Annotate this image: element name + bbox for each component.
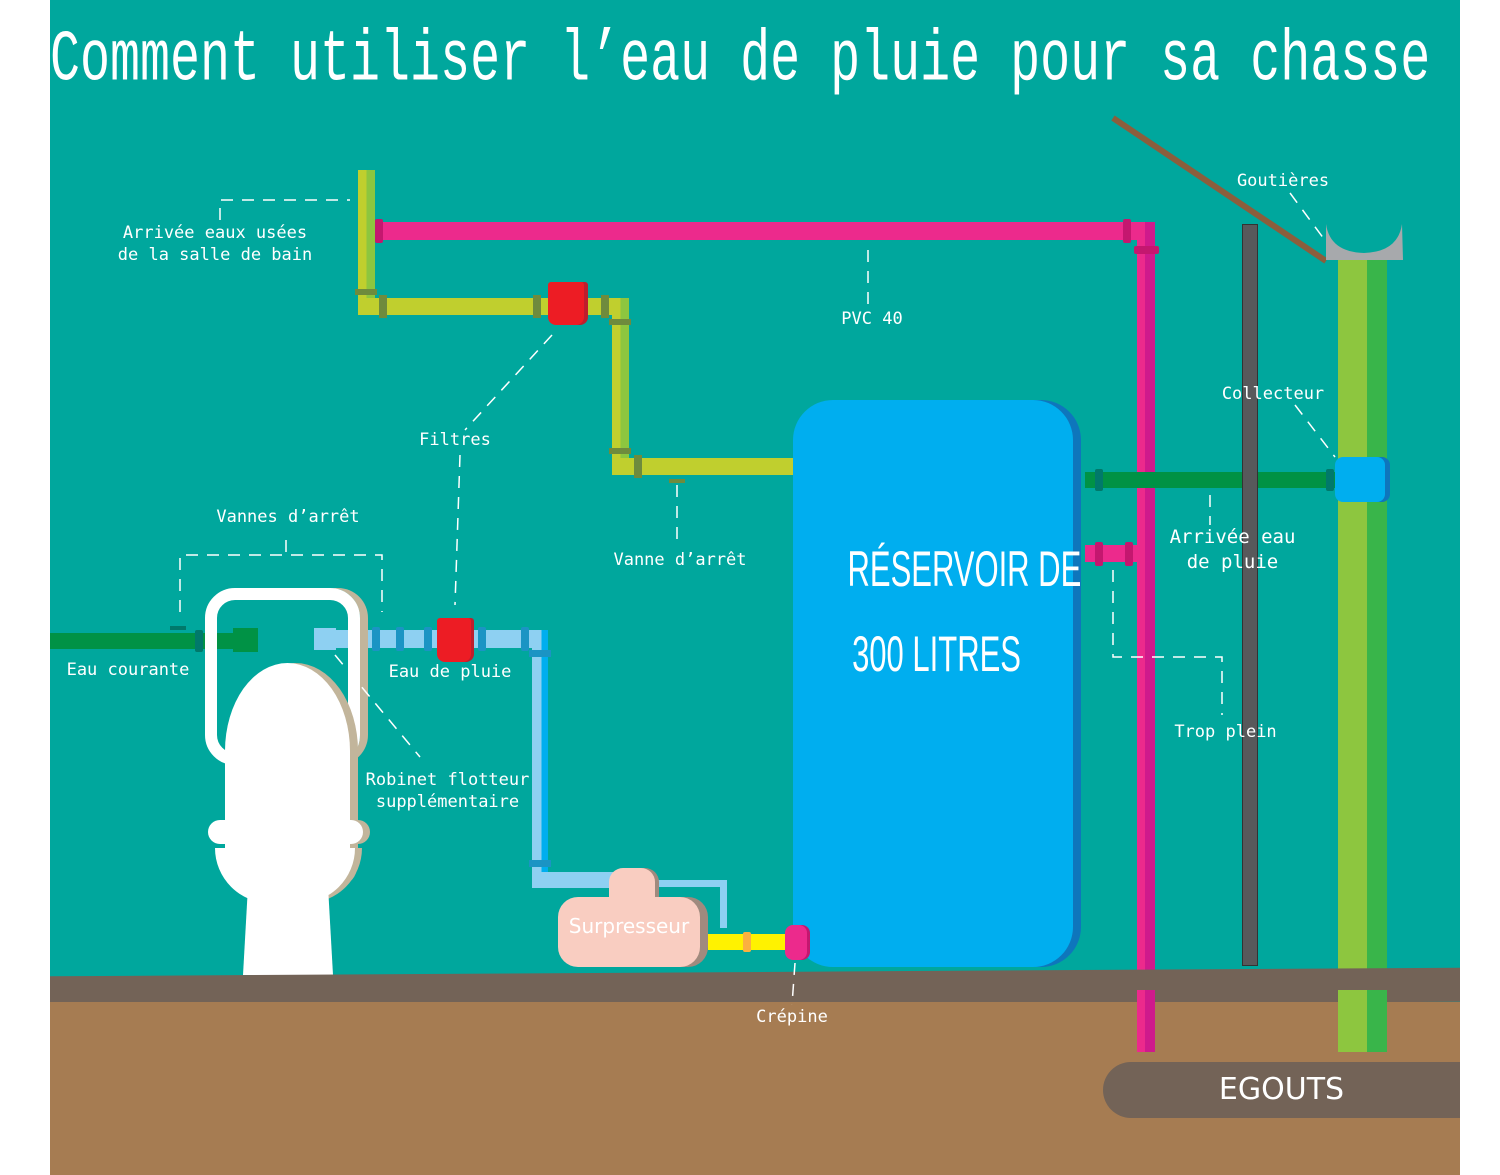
- joint: [478, 627, 486, 651]
- leader-crepine: [791, 962, 796, 1006]
- tap-valve[interactable]: [233, 628, 258, 652]
- joint: [372, 627, 380, 651]
- label-eau-de-pluie: Eau de pluie: [388, 662, 512, 682]
- wall-pole: [1242, 224, 1258, 966]
- label-trop-plein: Trop plein: [1174, 722, 1277, 742]
- egouts-label: EGOUTS: [1218, 1072, 1345, 1107]
- label-collecteur: Collecteur: [1221, 384, 1325, 404]
- float-valve[interactable]: [314, 628, 336, 650]
- wastewater-pipe-down: [612, 298, 629, 475]
- joint: [1134, 246, 1159, 254]
- joint: [609, 319, 631, 325]
- label-line: supplémentaire: [375, 792, 520, 812]
- label-goutieres: Goutières: [1236, 171, 1330, 191]
- filter-bottom[interactable]: [437, 618, 471, 662]
- leader-collecteur: [1294, 404, 1336, 458]
- leader-filtres: [454, 334, 553, 606]
- rainwater-pipe-vertical: [532, 630, 548, 888]
- reservoir-tank: [793, 400, 1073, 967]
- joint: [375, 219, 383, 243]
- roof-edge: [1111, 115, 1328, 264]
- pump-body[interactable]: [558, 897, 700, 967]
- joint: [424, 627, 432, 651]
- pvc-pipe-horizontal: [375, 222, 1155, 240]
- joint: [195, 630, 203, 652]
- label-vanne-arret: Vanne d’arrêt: [613, 550, 747, 570]
- label-arrivee-eaux-usees: Arrivée eaux usées de la salle de bain: [105, 222, 325, 266]
- valve-handle: [669, 479, 685, 483]
- rainwater-pipe-to-pump: [532, 872, 622, 888]
- joint: [634, 455, 642, 478]
- joint: [1326, 469, 1334, 491]
- pump-return-pipe-down: [720, 880, 727, 928]
- toilet-seat: [208, 820, 363, 844]
- joint: [529, 650, 551, 657]
- joint: [355, 289, 377, 295]
- label-crepine: Crépine: [756, 1007, 828, 1027]
- label-line: Arrivée eaux usées: [122, 223, 308, 243]
- label-line: de la salle de bain: [117, 245, 313, 265]
- joint: [609, 448, 631, 454]
- label-eau-courante: Eau courante: [66, 660, 190, 680]
- joint: [1125, 542, 1133, 566]
- leader-vannes: [179, 540, 383, 612]
- label-line: Arrivée eau: [1169, 526, 1296, 548]
- label-line: de pluie: [1186, 551, 1279, 573]
- leader-robinet: [334, 654, 421, 758]
- label-pvc: PVC 40: [841, 309, 903, 329]
- pvc-pipe-vertical: [1137, 222, 1155, 1052]
- wastewater-pipe-to-tank: [612, 458, 793, 475]
- reservoir-label-line2: 300 LITRES: [852, 626, 1021, 682]
- pump-return-pipe: [655, 880, 727, 887]
- surpresseur-label: Surpresseur: [568, 914, 690, 938]
- joint: [1095, 542, 1103, 566]
- joint: [396, 627, 404, 651]
- downpipe: [1338, 260, 1387, 1052]
- joint: [1095, 469, 1103, 491]
- label-arrivee-eau-pluie: Arrivée eau de pluie: [1155, 525, 1310, 575]
- joint: [1123, 219, 1131, 243]
- leader-eaux-usees: [219, 199, 350, 220]
- rain-inlet-pipe: [1085, 472, 1335, 488]
- label-vannes-arret: Vannes d’arrêt: [216, 507, 360, 527]
- gutter-icon: [1326, 224, 1403, 260]
- valve-handle: [170, 626, 186, 630]
- joint: [743, 932, 751, 952]
- pvc-pipe-underground: [1137, 990, 1155, 1052]
- page-title: Comment utiliser l’eau de pluie pour sa …: [50, 20, 1500, 103]
- sewer: [1103, 1062, 1460, 1118]
- joint: [601, 295, 609, 318]
- joint: [529, 860, 551, 867]
- collector[interactable]: [1335, 457, 1385, 502]
- strainer: [785, 925, 807, 960]
- downpipe-underground: [1338, 990, 1387, 1052]
- label-line: Robinet flotteur: [365, 770, 530, 790]
- filter-top[interactable]: [548, 282, 584, 325]
- leader-trop-plein: [1112, 570, 1223, 715]
- leader-goutieres: [1289, 192, 1328, 244]
- label-robinet-flotteur: Robinet flotteur supplémentaire: [355, 769, 540, 813]
- joint: [379, 295, 387, 318]
- toilet-lid: [225, 663, 350, 883]
- label-filtres: Filtres: [419, 430, 491, 450]
- toilet-base: [243, 895, 333, 975]
- wastewater-pipe-vertical: [358, 170, 375, 315]
- joint: [521, 627, 529, 651]
- joint: [533, 295, 541, 318]
